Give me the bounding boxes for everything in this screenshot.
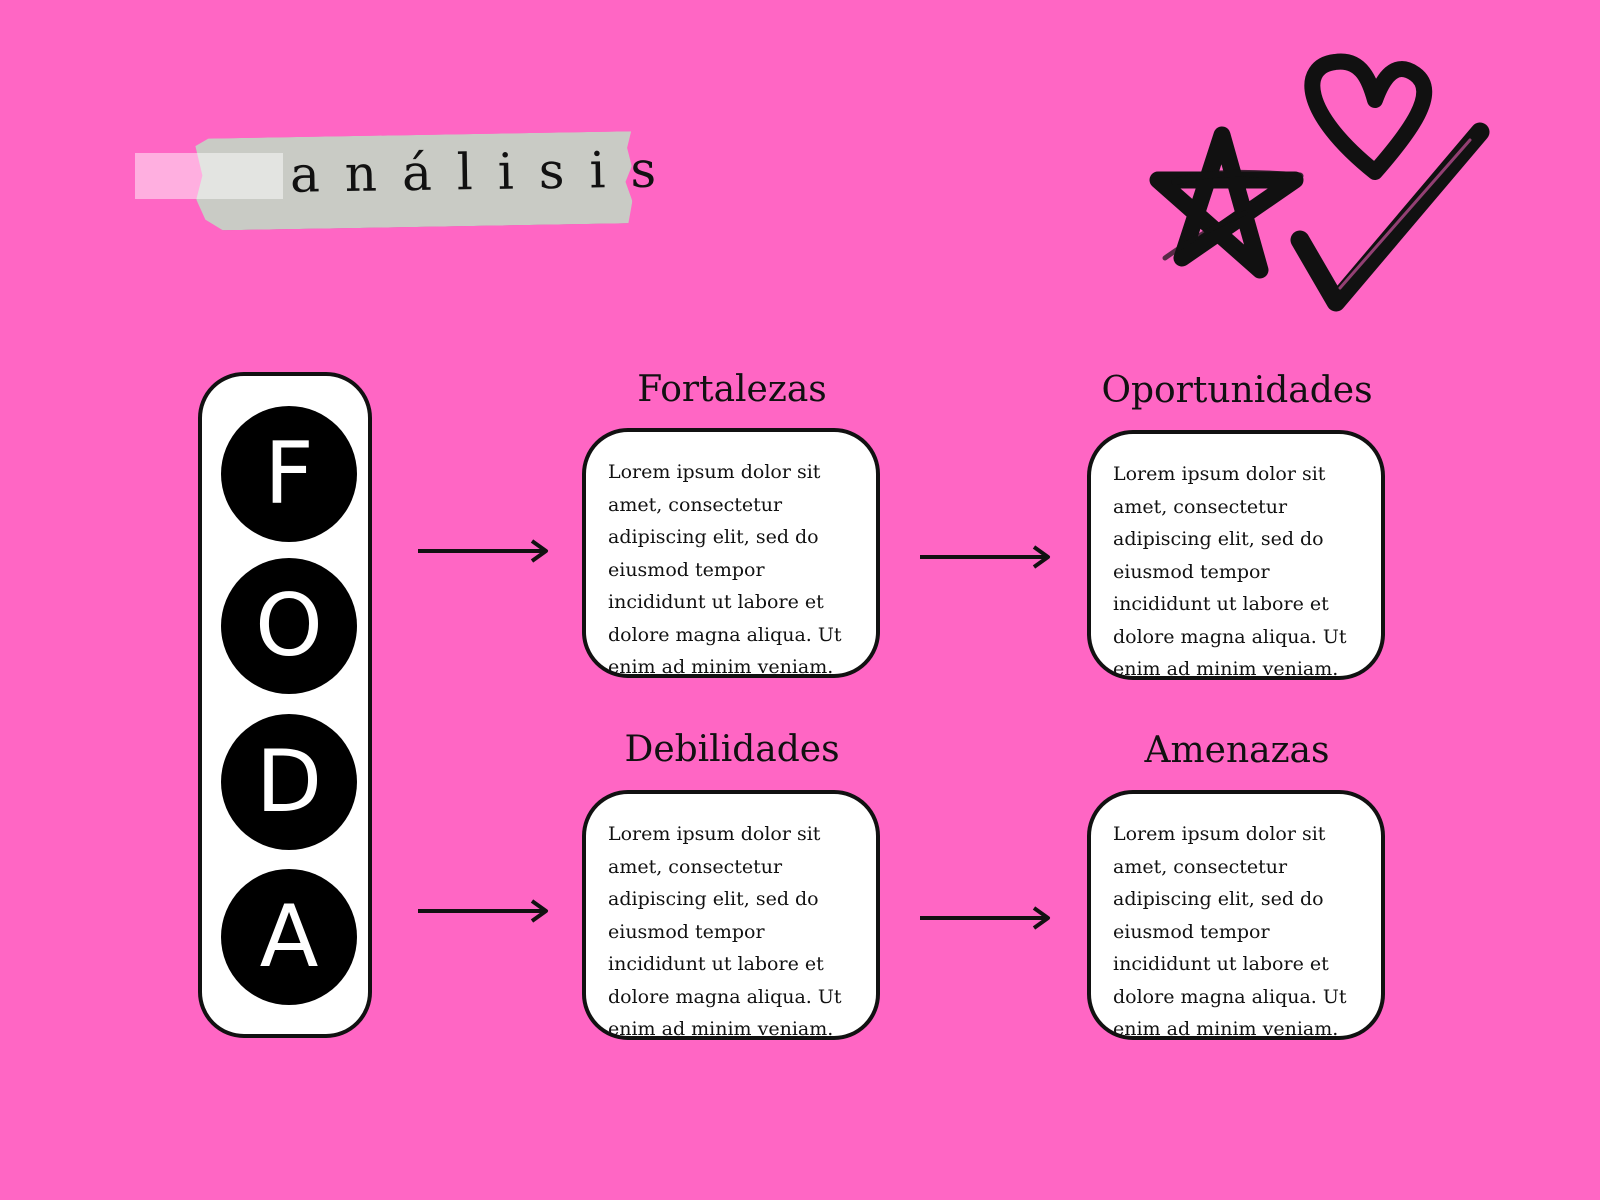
foda-letter-a: A (221, 869, 357, 1005)
section-title-debilidades: Debilidades (624, 729, 840, 770)
arrow-right-icon (418, 539, 548, 563)
section-box-debilidades: Lorem ipsum dolor sit amet, consectetur … (582, 790, 880, 1040)
section-title-oportunidades: Oportunidades (1101, 370, 1373, 411)
section-box-oportunidades: Lorem ipsum dolor sit amet, consectetur … (1087, 430, 1385, 680)
arrow-right-icon (418, 899, 548, 923)
section-body-debilidades: Lorem ipsum dolor sit amet, consectetur … (608, 823, 842, 1040)
arrow-right-icon (920, 906, 1050, 930)
foda-column: F O D A (198, 372, 372, 1038)
section-title-amenazas: Amenazas (1144, 730, 1330, 771)
heart-icon (1304, 53, 1433, 180)
foda-letter-f: F (221, 406, 357, 542)
section-body-fortalezas: Lorem ipsum dolor sit amet, consectetur … (608, 461, 842, 678)
star-icon (1149, 126, 1304, 279)
foda-letter-o: O (221, 558, 357, 694)
section-box-amenazas: Lorem ipsum dolor sit amet, consectetur … (1087, 790, 1385, 1040)
section-body-oportunidades: Lorem ipsum dolor sit amet, consectetur … (1113, 463, 1347, 680)
page-title: análisis (289, 140, 682, 204)
section-title-fortalezas: Fortalezas (637, 369, 827, 410)
foda-letter-d: D (221, 714, 357, 850)
checkmark-icon (1290, 122, 1490, 312)
title-tape: análisis (130, 125, 682, 240)
arrow-right-icon (920, 545, 1050, 569)
tape-overlay (135, 153, 283, 199)
doodle-group (1149, 53, 1490, 312)
section-box-fortalezas: Lorem ipsum dolor sit amet, consectetur … (582, 428, 880, 678)
section-body-amenazas: Lorem ipsum dolor sit amet, consectetur … (1113, 823, 1347, 1040)
